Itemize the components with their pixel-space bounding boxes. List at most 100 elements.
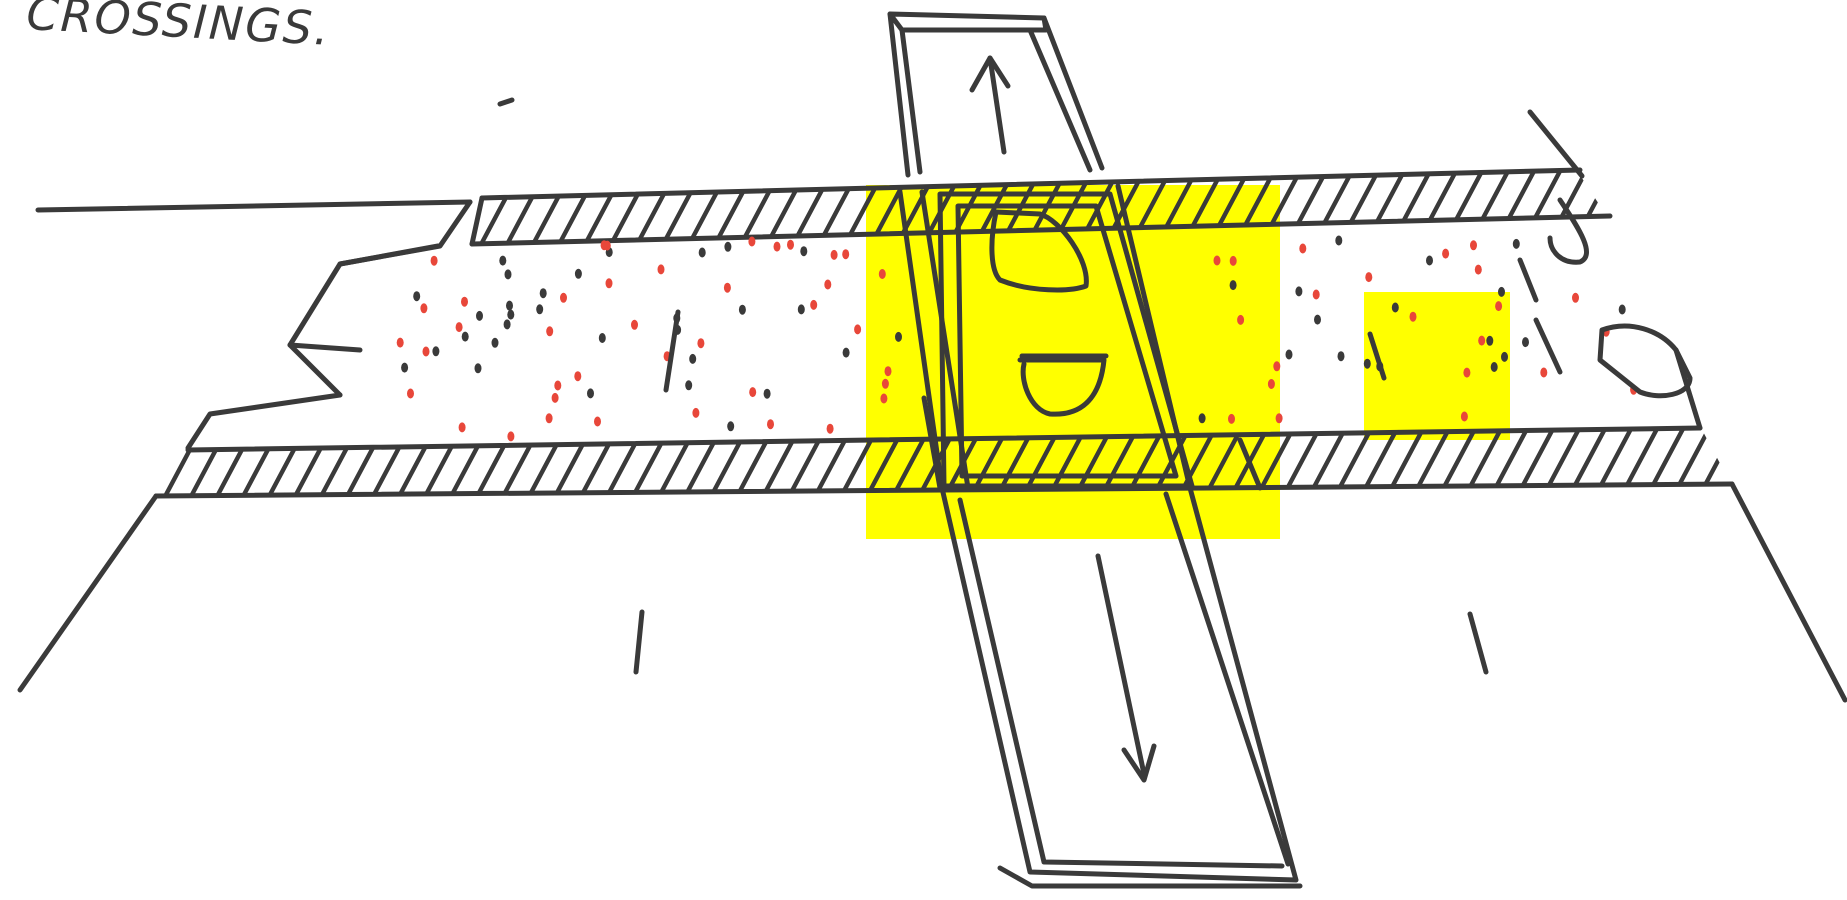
surface-dot (546, 326, 553, 336)
surface-dot (499, 256, 506, 266)
surface-dot (764, 389, 771, 399)
surface-dot (397, 338, 404, 348)
surface-dot (880, 394, 887, 404)
surface-dot (1572, 293, 1579, 303)
surface-dot (692, 408, 699, 418)
surface-dot (587, 388, 594, 398)
surface-dot (423, 347, 430, 357)
surface-dot (1470, 240, 1477, 250)
surface-dot (1410, 312, 1417, 322)
surface-dot (1299, 244, 1306, 254)
surface-dot (507, 310, 514, 320)
surface-dot (401, 363, 408, 373)
surface-dot (1273, 361, 1280, 371)
surface-dot (724, 242, 731, 252)
surface-dot (1495, 301, 1502, 311)
surface-dot (505, 269, 512, 279)
surface-dot (420, 303, 427, 313)
surface-dot (810, 300, 817, 310)
surface-dot (1365, 272, 1372, 282)
surface-dot (787, 240, 794, 250)
surface-dot (774, 242, 781, 252)
surface-dot (1501, 352, 1508, 362)
surface-dot (727, 421, 734, 431)
surface-dot (1268, 379, 1275, 389)
surface-dot (1286, 350, 1293, 360)
surface-dot (1486, 336, 1493, 346)
surface-dot (506, 301, 513, 311)
surface-dot (631, 320, 638, 330)
surface-dot (492, 338, 499, 348)
surface-dot (827, 424, 834, 434)
surface-dot (739, 305, 746, 315)
surface-dot (689, 354, 696, 364)
surface-dot (594, 417, 601, 427)
surface-dot (604, 241, 611, 251)
surface-dot (461, 297, 468, 307)
surface-dot (575, 269, 582, 279)
surface-dot (1478, 336, 1485, 346)
surface-dot (536, 304, 543, 314)
surface-dot (1230, 256, 1237, 266)
surface-dot (1313, 290, 1320, 300)
surface-dot (574, 371, 581, 381)
surface-dot (1522, 337, 1529, 347)
surface-dot (540, 288, 547, 298)
surface-dot (1498, 287, 1505, 297)
surface-dot (767, 419, 774, 429)
surface-dot (1214, 256, 1221, 266)
surface-dot (843, 348, 850, 358)
surface-dot (413, 291, 420, 301)
surface-dot (1426, 256, 1433, 266)
surface-dot (1276, 413, 1283, 423)
surface-dot (475, 363, 482, 373)
surface-dot (831, 250, 838, 260)
surface-dot (699, 248, 706, 258)
surface-dot (1230, 280, 1237, 290)
surface-dot (697, 338, 704, 348)
surface-dot (1392, 303, 1399, 313)
surface-dot (504, 319, 511, 329)
surface-dot (1475, 265, 1482, 275)
surface-dot (1314, 315, 1321, 325)
surface-dot (1461, 412, 1468, 422)
surface-dot (824, 280, 831, 290)
surface-dot (854, 324, 861, 334)
surface-dot (546, 413, 553, 423)
surface-dot (462, 332, 469, 342)
arrow-down-icon (1098, 556, 1154, 780)
surface-dot (432, 346, 439, 356)
surface-dot (1364, 359, 1371, 369)
surface-dot (1237, 315, 1244, 325)
surface-dot (560, 293, 567, 303)
surface-dot (476, 311, 483, 321)
surface-dot (552, 393, 559, 403)
surface-dot (748, 237, 755, 247)
surface-dot (1335, 236, 1342, 246)
surface-dot (724, 283, 731, 293)
surface-dot (407, 389, 414, 399)
surface-dot (1491, 362, 1498, 372)
surface-dot (1513, 239, 1520, 249)
surface-dot (1228, 414, 1235, 424)
surface-dot (554, 381, 561, 391)
highlight-small-zone (1364, 292, 1510, 440)
surface-dot (1619, 305, 1626, 315)
surface-dot (800, 246, 807, 256)
surface-dot (749, 387, 756, 397)
surface-dot (456, 322, 463, 332)
surface-dot (507, 431, 514, 441)
surface-dot (895, 332, 902, 342)
surface-dot (606, 278, 613, 288)
arrow-up-icon (972, 58, 1008, 152)
left-road-edge (20, 100, 512, 690)
surface-dot (798, 304, 805, 314)
surface-dot (599, 333, 606, 343)
surface-dot (1442, 249, 1449, 259)
surface-dot (879, 269, 886, 279)
surface-dot (685, 380, 692, 390)
surface-dot (658, 264, 665, 274)
surface-dot (1338, 351, 1345, 361)
surface-dot (1540, 368, 1547, 378)
